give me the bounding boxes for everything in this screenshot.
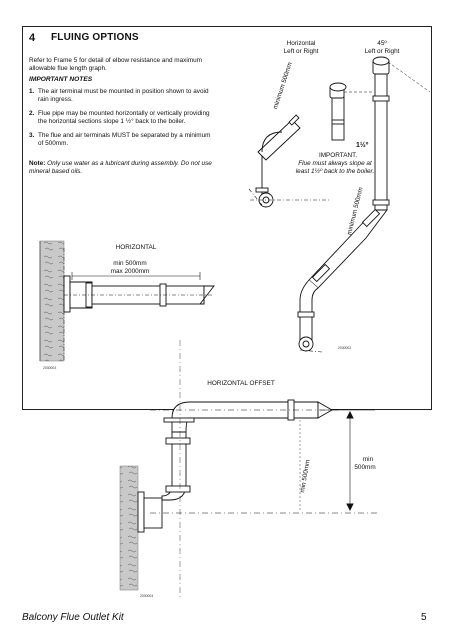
horizontal-min: min 500mm [113,260,147,267]
horizontal-max: max 2000mm [110,268,150,275]
important-line-2: least 1½º back to the boiler. [295,168,375,175]
label-45-left-right: Left or Right [364,48,400,55]
ref-2030004: 2030004 [140,594,154,598]
label-horizontal: Horizontal [286,40,316,47]
horizontal-offset-diagram [119,340,380,600]
note-item: 3.The flue and air terminals MUST be sep… [29,132,211,147]
forty-five-flue-assembly [297,56,390,352]
offset-title: HORIZONTAL OFFSET [207,380,275,387]
section-number: 4 [29,32,36,44]
important-line-1: Flue must always slope at [298,160,372,167]
important-title: IMPORTANT. [318,152,358,159]
offset-min-value: 500mm [354,464,376,471]
horizontal-title: HORIZONTAL [115,244,157,251]
offset-min-label: min [362,456,374,463]
top-right-diagram [248,56,431,353]
label-45: 45º [377,40,387,47]
note-item: 1.The air terminal must be mounted in po… [29,88,209,103]
label-slope: 1½º [356,142,369,149]
label-left-right: Left or Right [283,48,319,55]
footer-title: Balcony Flue Outlet Kit [22,612,124,623]
page-number: 5 [421,612,427,623]
note-item: 2.Flue pipe may be mounted horizontally … [29,110,210,125]
horizontal-flue-assembly [255,82,347,208]
horizontal-diagram [39,240,215,362]
ref-2030002: 2030002 [338,346,352,350]
section-title: FLUING OPTIONS [51,32,139,43]
notes-title: IMPORTANT NOTES [29,76,93,83]
lubricant-note: Note: Only use water as a lubricant duri… [29,160,212,175]
notes-list: 1.The air terminal must be mounted in po… [29,88,211,154]
intro-text: Refer to Frame 5 for detail of elbow res… [29,57,202,72]
ref-2030003: 2030003 [43,366,57,370]
